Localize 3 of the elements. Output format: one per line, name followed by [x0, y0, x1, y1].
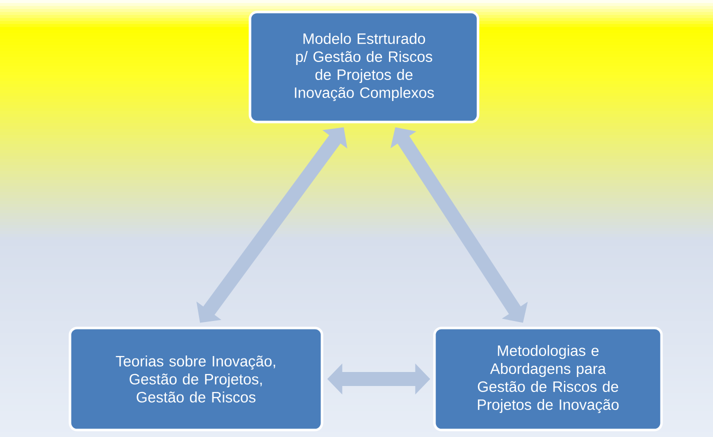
process-box: Modelo Estrturado p/ Gestão de Riscos de Projetos de Inovação Complexos [248, 10, 480, 124]
process-box: Teorias sobre Inovação, Gestão de Projetos, Gestão de Riscos [68, 326, 324, 432]
process-box: Metodologias e Abordagens para Gestão de Riscos de Projetos de Inovação [433, 326, 663, 432]
